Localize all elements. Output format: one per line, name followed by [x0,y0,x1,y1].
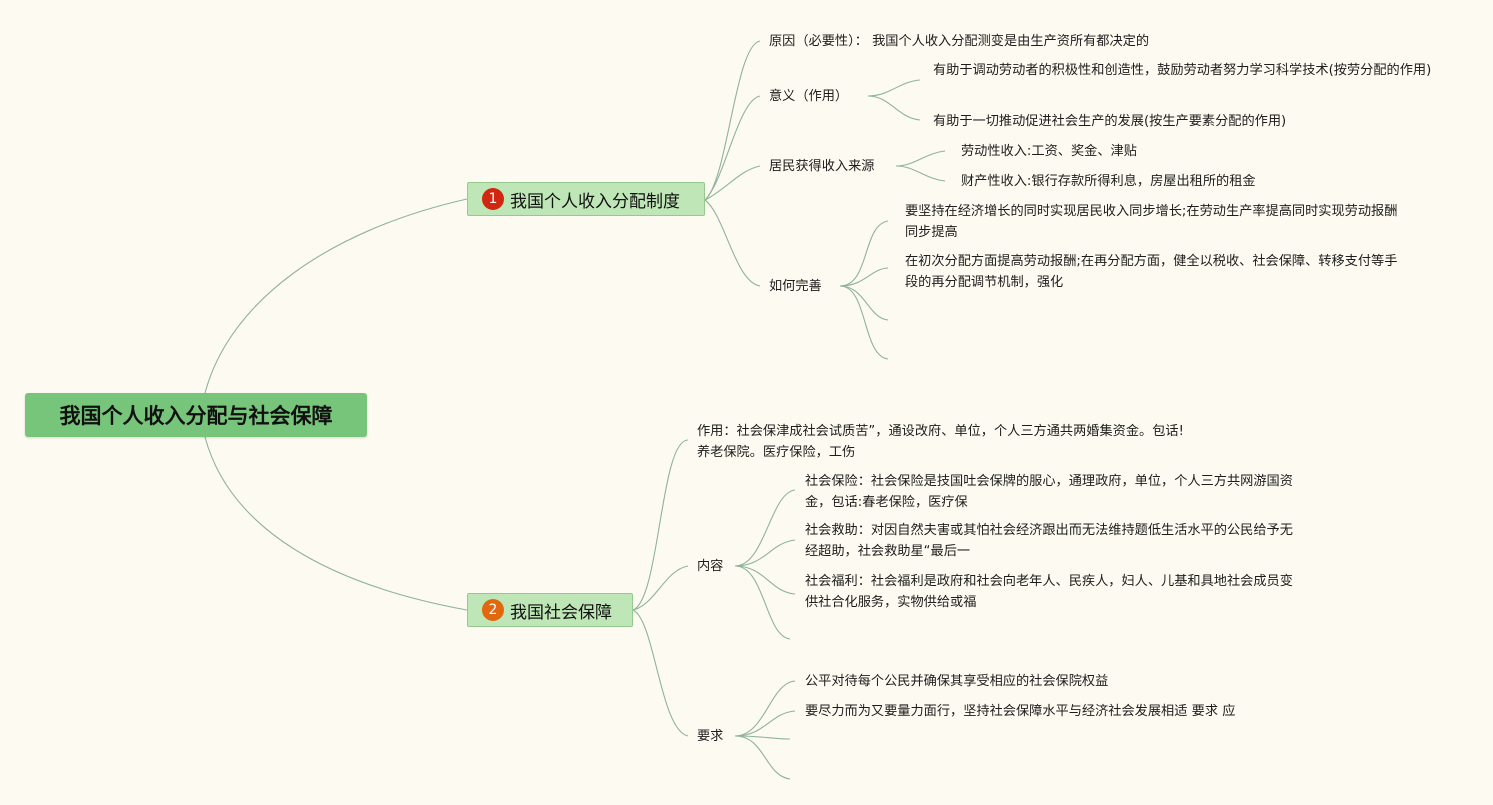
improve-item[interactable]: 在初次分配方面提高劳动报酬;在再分配方面，健全以税收、社会保障、转移支付等手段的… [905,254,1398,290]
topic-cause[interactable]: 原因（必要性）： 我国个人收入分配测变是由生产资所有都决定的 [769,34,1150,49]
branch-income-title: 我国个人收入分配制度 [510,191,680,212]
branch-social-security[interactable]: 2 我国社会保障 [467,593,633,627]
significance-item[interactable]: 有助于调动劳动者的积极性和创造性，鼓励劳动者努力学习科学技术(按劳分配的作用) [933,63,1432,78]
income-source-item[interactable]: 财产性收入:银行存款所得利息，房屋出租所的租金 [961,174,1256,189]
root-topic[interactable]: 我国个人收入分配与社会保障 [25,393,367,437]
income-source-item[interactable]: 劳动性收入:工资、奖金、津贴 [961,144,1137,159]
number-2-icon: 2 [482,599,504,621]
content-item[interactable]: 社会福利：社会福利是政府和社会向老年人、民疾人，妇人、儿基和具地社会成员变供社合… [805,574,1293,610]
improve-item[interactable]: 要坚持在经济增长的同时实现居民收入同步增长;在劳动生产率提高同时实现劳动报酬同步… [905,204,1398,240]
content-item[interactable]: 社会救助：对因自然夫害或其怕社会经济跟出而无法维持题低生活水平的公民给予无经超助… [805,523,1293,559]
topic-requirements[interactable]: 要求 [697,729,724,744]
number-1-icon: 1 [482,188,504,210]
root-title: 我国个人收入分配与社会保障 [59,404,333,428]
requirement-item[interactable]: 公平对待每个公民并确保其享受相应的社会保院权益 [805,674,1109,689]
branch-income-distribution[interactable]: 1 我国个人收入分配制度 [467,182,705,216]
topic-role[interactable]: 作用：社会保津成社会试质苦”，通设改府、单位，个人三方通共两婚集资金。包话!养老… [697,424,1184,460]
content-item[interactable]: 社会保险：社会保险是技国吐会保牌的服心，通理政府，单位，个人三方共网游国资金，包… [805,474,1293,510]
topic-income-sources[interactable]: 居民获得收入来源 [769,159,875,174]
requirement-item[interactable]: 要尽力而为又要量力面行，坚持社会保障水平与经济社会发展相适 要求 应 [805,704,1236,719]
significance-item[interactable]: 有助于一切推动促进社会生产的发展(按生产要素分配的作用) [933,114,1287,129]
topic-significance[interactable]: 意义（作用） [769,89,849,104]
topic-content[interactable]: 内容 [697,559,724,574]
topic-how-to-improve[interactable]: 如何完善 [769,279,822,294]
branch-social-title: 我国社会保障 [510,602,612,623]
